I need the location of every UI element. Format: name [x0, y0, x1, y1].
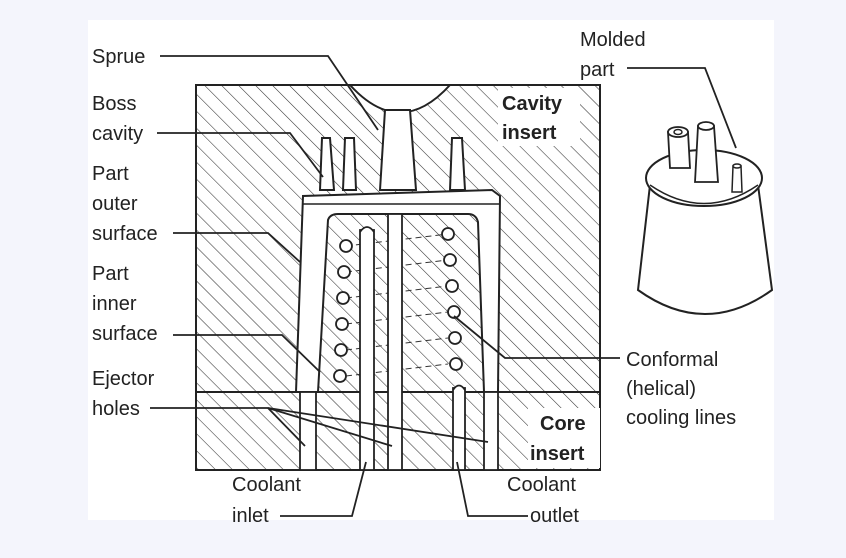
cooling-line-circles-left	[333, 239, 353, 383]
label-boss-cavity: Boss cavity	[92, 93, 143, 145]
boss-cavity-mid	[341, 137, 358, 191]
label-coolant-outlet: Coolant outlet	[507, 474, 582, 527]
label-coolant-inlet: Coolant inlet	[232, 474, 307, 527]
coolant-inlet-channel	[359, 229, 375, 471]
molded-part-illustration	[636, 121, 774, 315]
label-part-inner-surface: Part inner surface	[92, 263, 158, 345]
label-molded-part: Molded part	[580, 29, 651, 81]
label-part-outer-surface: Part outer surface	[92, 163, 158, 245]
label-conformal-cooling: Conformal (helical) cooling lines	[626, 349, 736, 429]
cavity-insert-label-bg	[498, 88, 580, 146]
sprue-channel	[378, 109, 418, 191]
ejector-hole-left	[299, 391, 317, 471]
coolant-outlet-channel	[452, 387, 466, 471]
core-insert-label-bg	[528, 408, 600, 468]
boss-cavity-right	[448, 137, 467, 191]
label-sprue: Sprue	[92, 46, 145, 68]
ejector-hole-right	[483, 391, 499, 471]
label-core-insert: Core insert	[530, 413, 591, 465]
cooling-line-circles-right	[441, 227, 463, 371]
label-cavity-insert: Cavity insert	[502, 93, 568, 144]
boss-cavity-left	[318, 137, 336, 191]
coolant-outlet-rounded-top	[452, 384, 466, 391]
leader-lines	[150, 55, 737, 517]
coolant-inlet-rounded-top	[359, 226, 375, 233]
ejector-hole-center	[387, 213, 403, 471]
label-ejector-holes: Ejector holes	[92, 368, 160, 420]
